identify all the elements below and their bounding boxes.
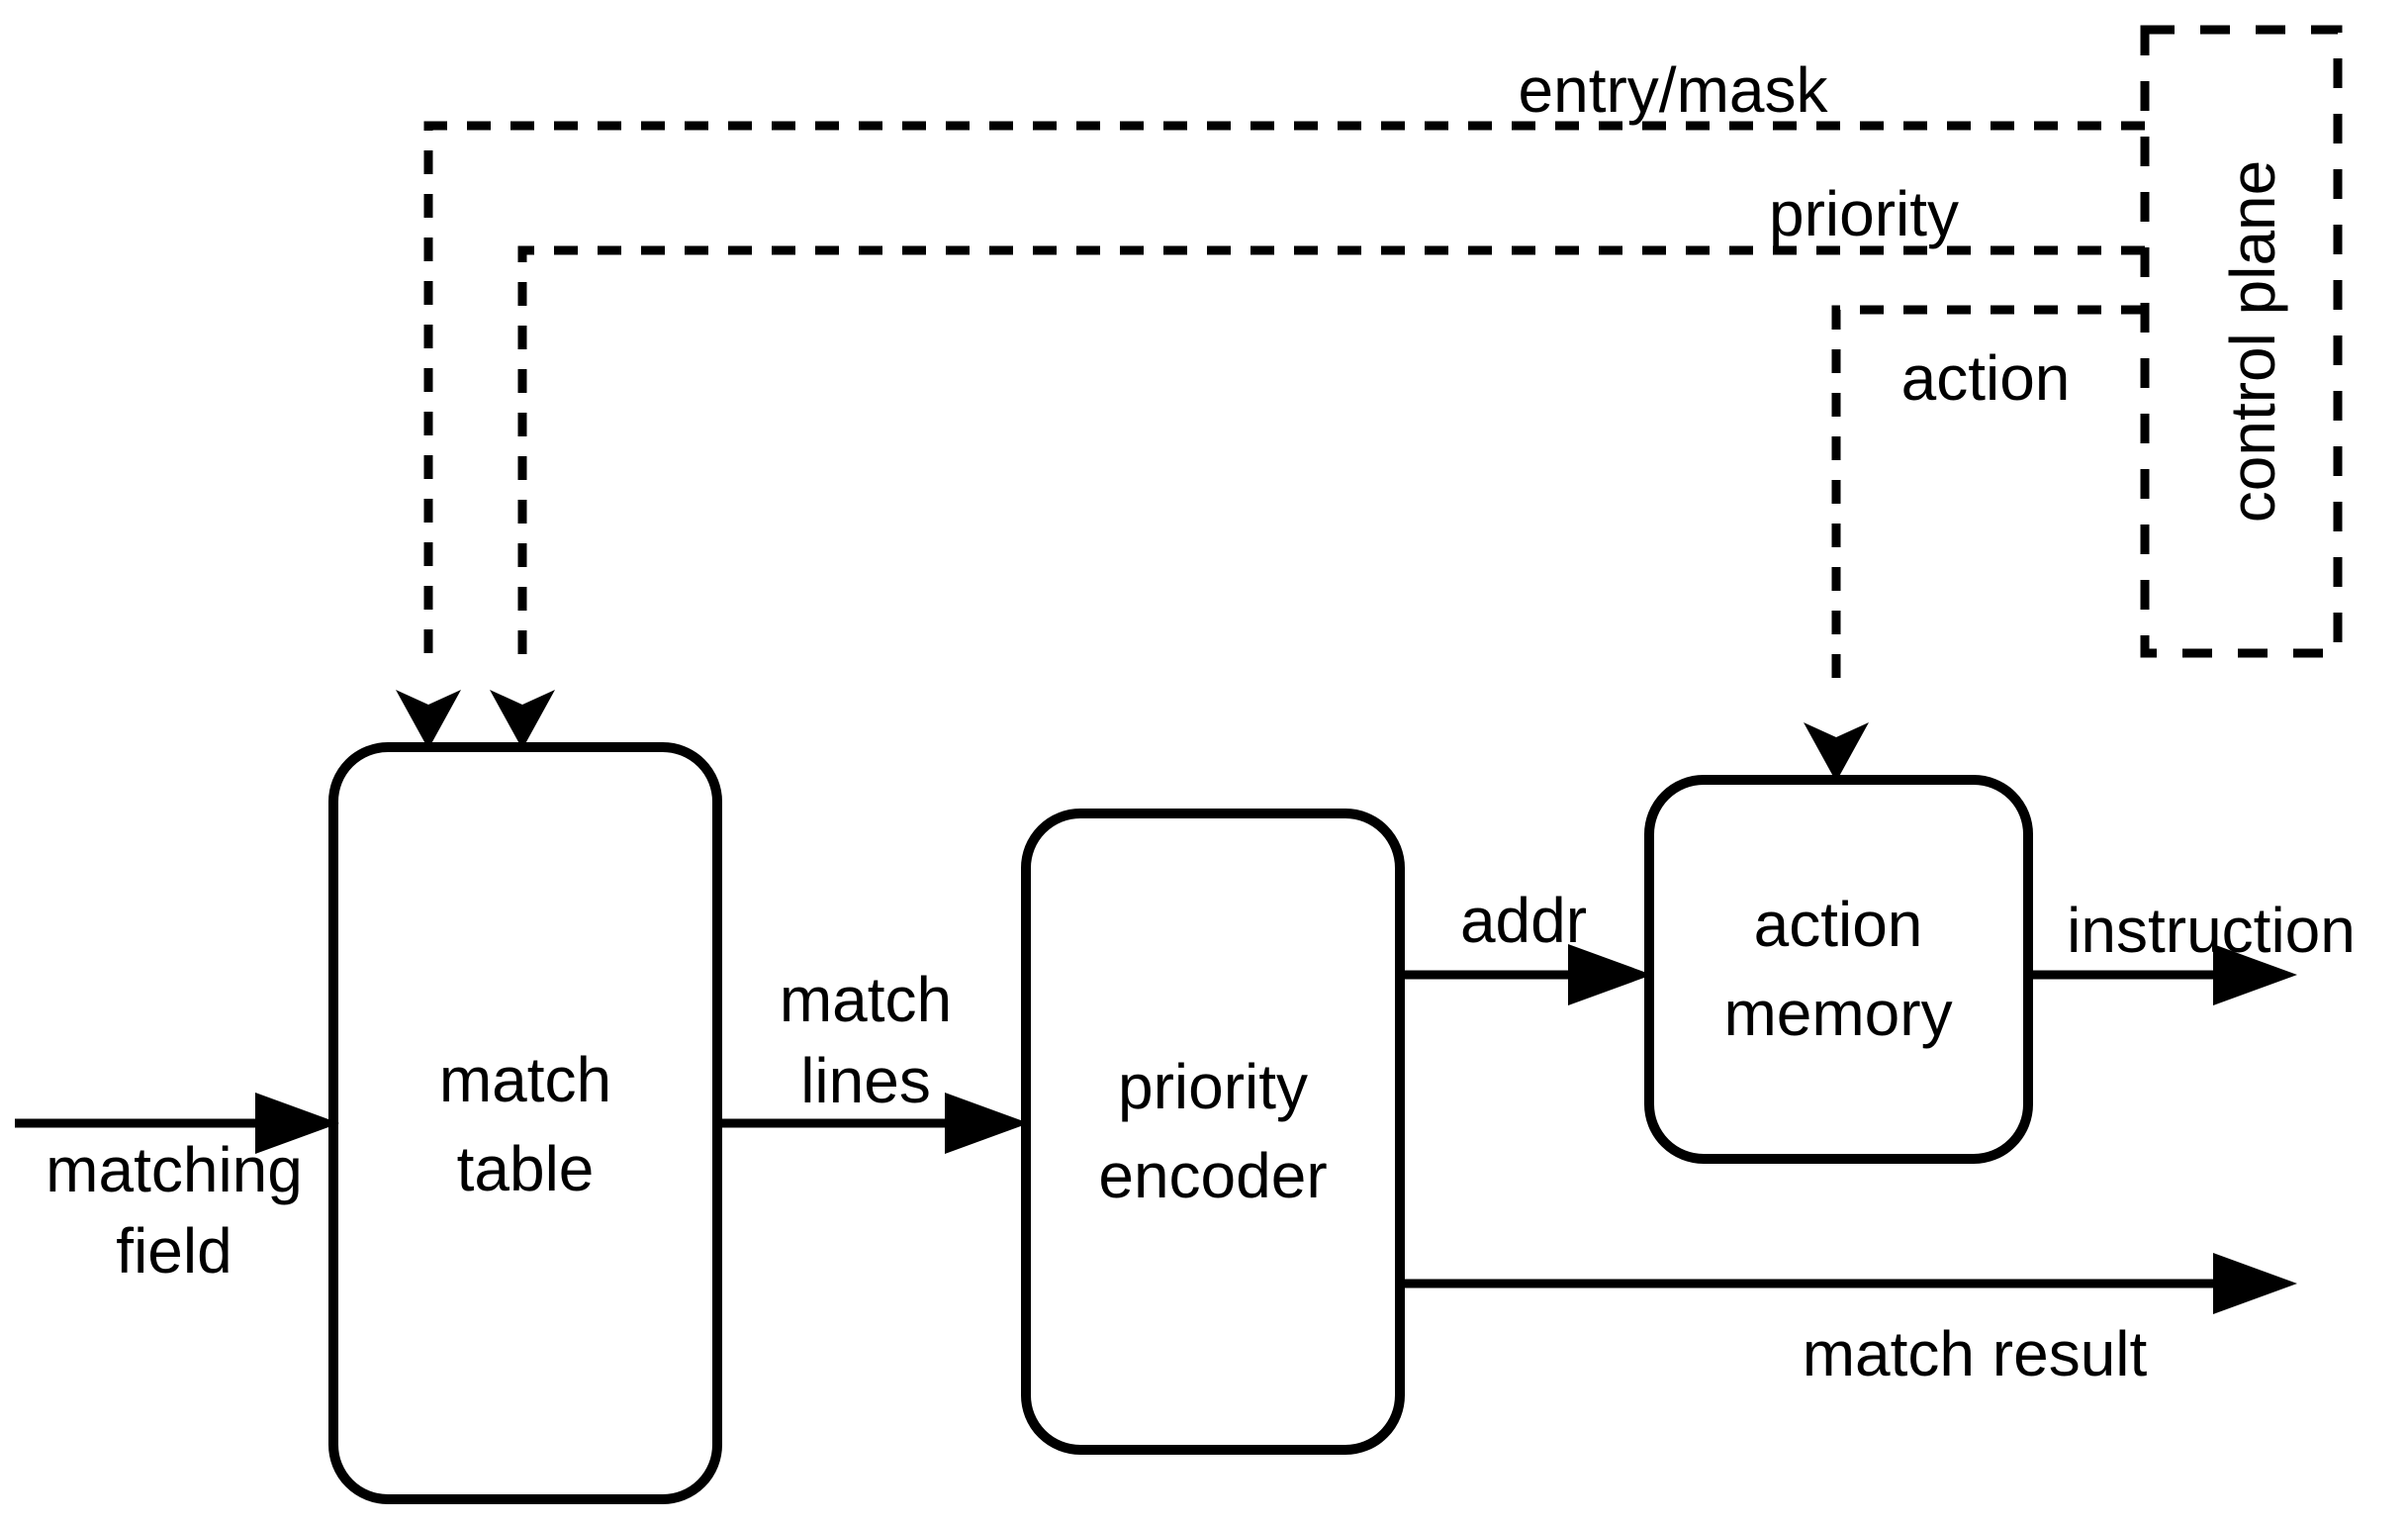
action-label: action	[1901, 342, 2071, 414]
entry-mask-arrowhead-icon	[396, 690, 461, 749]
action-memory-box	[1644, 775, 2033, 1164]
priority-encoder-label-line1: priority	[1118, 1051, 1308, 1122]
addr-label: addr	[1460, 885, 1587, 956]
action-arrowhead-icon	[1804, 722, 1869, 782]
entry-mask-label: entry/mask	[1519, 54, 1829, 126]
priority-encoder-label-line2: encoder	[1098, 1140, 1327, 1211]
priority-arrowhead-icon	[490, 690, 555, 749]
match-lines-label-line2: lines	[800, 1045, 931, 1116]
action-memory-label-line1: action	[1754, 889, 1923, 960]
match-table-box	[328, 742, 722, 1504]
action-dashed-connector	[1831, 305, 2145, 693]
action-memory-label-line2: memory	[1723, 978, 1952, 1049]
match-table-label-line1: match	[439, 1044, 611, 1115]
match-result-arrowhead-icon	[2213, 1253, 2297, 1314]
matching-field-label-line1: matching	[46, 1134, 303, 1205]
matching-field-label-line2: field	[116, 1215, 232, 1287]
control-plane-box	[2140, 25, 2343, 658]
instruction-label: instruction	[2067, 895, 2356, 966]
instruction-arrowhead-icon	[2213, 944, 2297, 1005]
priority-label: priority	[1769, 178, 1959, 249]
match-lines-label-line1: match	[780, 964, 952, 1035]
control-plane-label: control plane	[2217, 160, 2288, 523]
match-lines-arrowhead-icon	[945, 1093, 1029, 1154]
match-result-label: match result	[1803, 1318, 2148, 1389]
addr-arrowhead-icon	[1568, 944, 1652, 1005]
priority-dashed-connector	[517, 245, 2145, 661]
priority-encoder-box	[1021, 809, 1405, 1455]
entry-mask-dashed-connector	[423, 121, 2145, 661]
matching-field-arrowhead-icon	[255, 1093, 339, 1154]
match-table-label-line2: table	[457, 1133, 595, 1204]
